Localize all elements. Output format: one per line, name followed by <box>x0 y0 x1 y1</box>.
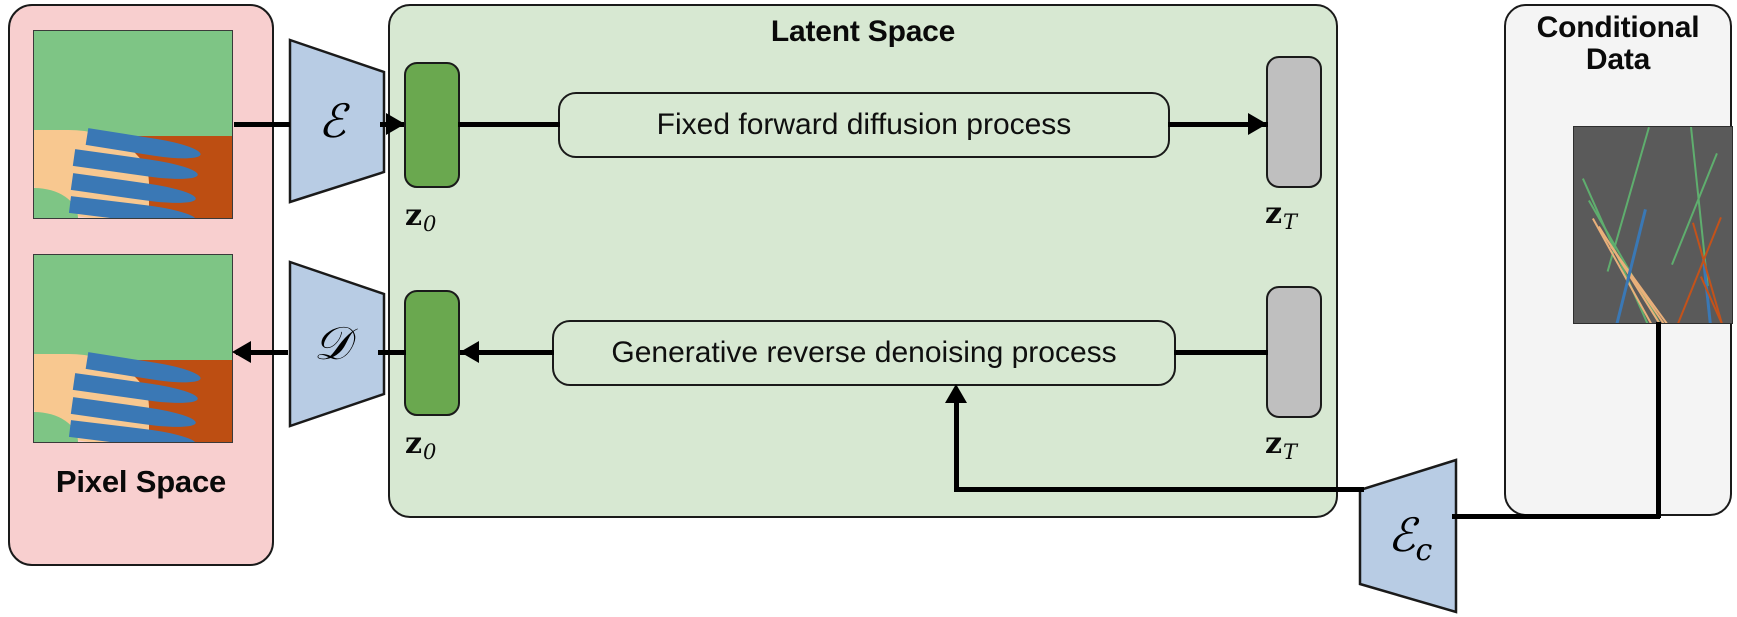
tensor-label-zT-top: zT <box>1265 196 1297 234</box>
noise-tensor-zT-top <box>1266 56 1322 188</box>
connector-zT-to-reverse-process <box>1174 350 1268 355</box>
input-geology-image <box>33 30 233 219</box>
forward-process-label: Fixed forward diffusion process <box>656 108 1072 141</box>
conditional-encoder-shape <box>1358 458 1458 614</box>
decoder-shape <box>288 260 386 428</box>
tensor-subscript: T <box>1283 439 1298 464</box>
tensor-label-z0-bottom: z0 <box>405 426 436 464</box>
arrowhead-decoder-to-image <box>232 341 251 363</box>
tensor-subscript: T <box>1283 209 1298 234</box>
arrowhead-reverse-process-to-z0 <box>460 341 479 363</box>
facies-green-region <box>34 31 232 136</box>
arrowhead-encoder-to-z0 <box>386 113 405 135</box>
decoder-glyph: 𝒟 <box>313 316 351 370</box>
tensor-subscript: 0 <box>423 211 437 236</box>
encoder-shape <box>288 38 386 204</box>
trace-green-4 <box>1690 127 1709 287</box>
tensor-label-zT-bottom: zT <box>1265 426 1297 464</box>
reverse-process-label: Generative reverse denoising process <box>611 336 1117 369</box>
pixel-space-label: Pixel Space <box>55 464 227 499</box>
connector-cond-image-down <box>1656 322 1661 518</box>
latent-tensor-z0-top <box>404 62 460 188</box>
connector-image-to-encoder <box>234 122 290 127</box>
forward-diffusion-process-box: Fixed forward diffusion process <box>558 92 1170 158</box>
arrowhead-forward-process-to-zT <box>1248 113 1267 135</box>
tensor-label-z0-top: z0 <box>405 198 436 236</box>
connector-cond-down-to-encoder <box>1452 514 1660 519</box>
conditional-encoder-glyph: ℰc <box>1387 508 1433 568</box>
connector-z0-to-decoder <box>378 350 406 355</box>
tensor-symbol: z <box>405 198 423 233</box>
reverse-denoising-process-box: Generative reverse denoising process <box>552 320 1176 386</box>
tensor-symbol: z <box>405 426 423 461</box>
connector-decoder-to-image <box>236 350 288 355</box>
noise-tensor-zT-bottom <box>1266 286 1322 418</box>
arrowhead-cond-to-reverse-process <box>945 384 967 403</box>
latent-space-panel <box>388 4 1338 518</box>
latent-tensor-z0-bottom <box>404 290 460 416</box>
decoder-block: 𝒟 <box>282 258 388 430</box>
connector-z0-to-forward-process <box>458 122 560 127</box>
conditional-data-image <box>1573 126 1733 324</box>
tensor-subscript: 0 <box>423 439 437 464</box>
conditional-data-label: Conditional Data <box>1536 11 1700 76</box>
tensor-symbol: z <box>1265 426 1283 461</box>
connector-reverse-process-to-z0 <box>460 350 554 355</box>
encoder-glyph: ℰ <box>318 94 346 148</box>
latent-space-label: Latent Space <box>770 15 956 48</box>
conditional-encoder-block: ℰc <box>1356 458 1462 614</box>
facies-green-region <box>34 255 232 360</box>
connector-cond-encoder-to-latent <box>954 487 1364 492</box>
tensor-symbol: z <box>1265 196 1283 231</box>
connector-forward-process-to-zT <box>1168 122 1268 127</box>
connector-cond-up-to-reverse-process <box>954 392 959 490</box>
encoder-block: ℰ <box>282 36 388 206</box>
reconstructed-geology-image <box>33 254 233 443</box>
